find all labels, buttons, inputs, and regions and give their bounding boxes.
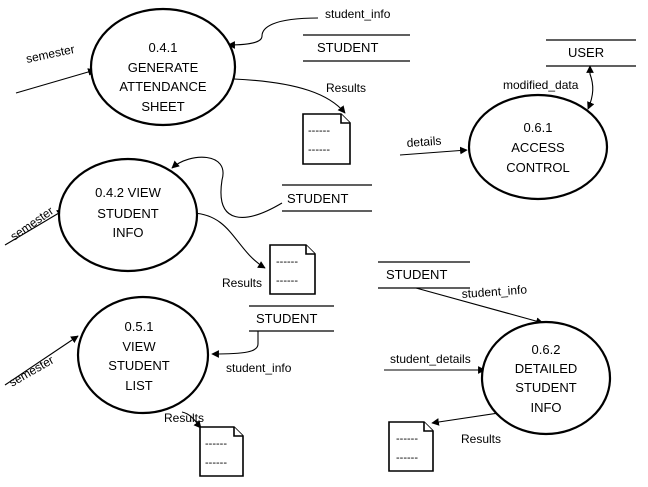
document-line: ------ xyxy=(396,452,418,464)
process-label-line: ATTENDANCE xyxy=(119,79,206,94)
process-label-line: 0.6.2 xyxy=(532,342,561,357)
store-label: STUDENT xyxy=(386,267,447,282)
document-icon: ------ ------ xyxy=(388,421,434,472)
process-0-6-2: 0.6.2 DETAILED STUDENT INFO xyxy=(480,320,612,436)
data-store-user: USER xyxy=(546,39,636,67)
process-bubble xyxy=(467,93,609,201)
document-line: ------ xyxy=(205,438,227,450)
flow-label-student-details: student_details xyxy=(390,352,471,366)
flow-student-info-to-041 xyxy=(227,17,319,49)
flow-label-semester: semester xyxy=(8,204,56,244)
process-0-4-2: 0.4.2 VIEW STUDENT INFO xyxy=(57,157,199,273)
flow-label-results: Results xyxy=(222,276,262,290)
document-icon: ------ ------ xyxy=(199,426,244,477)
document-fold xyxy=(305,245,315,255)
store-label: USER xyxy=(568,45,604,60)
process-bubble xyxy=(57,157,199,273)
process-bubble xyxy=(76,295,210,415)
flow-semester-to-041 xyxy=(15,68,96,94)
process-bubble xyxy=(480,320,612,436)
flow-modified-data xyxy=(586,65,595,110)
flows xyxy=(4,17,595,429)
document-fold xyxy=(233,427,243,437)
flow-results-from-041 xyxy=(233,78,346,114)
process-label-line: STUDENT xyxy=(108,358,169,373)
flow-semester-to-042 xyxy=(4,209,65,246)
process-label-line: INFO xyxy=(530,400,561,415)
process-label-line: STUDENT xyxy=(515,380,576,395)
flow-label-student-info: student_info xyxy=(325,7,391,21)
process-label-line: INFO xyxy=(112,225,143,240)
store-label: STUDENT xyxy=(256,311,317,326)
process-label-line: 0.4.1 xyxy=(149,40,178,55)
process-label-line: 0.5.1 xyxy=(125,319,154,334)
process-label-line: VIEW xyxy=(122,339,156,354)
flow-details-to-061 xyxy=(399,146,468,156)
process-label-line: CONTROL xyxy=(506,160,570,175)
document-icon: ------ ------ xyxy=(302,113,351,165)
document-fold xyxy=(423,422,433,432)
process-label-line: STUDENT xyxy=(97,206,158,221)
document-outline xyxy=(269,244,316,295)
flow-semester-to-051 xyxy=(4,335,79,386)
process-label-line: GENERATE xyxy=(128,60,199,75)
document-line: ------ xyxy=(276,275,298,287)
data-store-student: STUDENT xyxy=(282,184,372,212)
process-label-line: 0.6.1 xyxy=(524,120,553,135)
flow-student-info-to-042 xyxy=(171,156,283,218)
data-store-student: STUDENT xyxy=(378,261,470,289)
document-fold xyxy=(340,114,350,124)
document-outline xyxy=(388,421,434,472)
flow-label-student-info: student_info xyxy=(461,282,528,301)
process-bubble xyxy=(89,7,237,127)
process-label-line: SHEET xyxy=(141,99,184,114)
document-outline xyxy=(199,426,244,477)
flow-label-results: Results xyxy=(461,432,501,446)
data-store-student: STUDENT xyxy=(303,34,410,62)
process-0-5-1: 0.5.1 VIEW STUDENT LIST xyxy=(76,295,210,415)
document-line: ------ xyxy=(308,144,330,156)
document-line: ------ xyxy=(396,433,418,445)
flow-label-details: details xyxy=(406,134,442,150)
store-label: STUDENT xyxy=(317,40,378,55)
document-line: ------ xyxy=(308,125,330,137)
document-line: ------ xyxy=(205,457,227,469)
process-label-line: LIST xyxy=(125,378,153,393)
flow-label-results: Results xyxy=(164,411,204,425)
process-label-line: DETAILED xyxy=(515,361,578,376)
flow-label-semester: semester xyxy=(25,42,76,66)
flow-label-semester: semester xyxy=(7,353,57,390)
flow-student-info-to-051 xyxy=(211,331,259,358)
flow-results-from-042 xyxy=(192,212,266,269)
process-label-line: ACCESS xyxy=(511,140,565,155)
process-0-6-1: 0.6.1 ACCESS CONTROL xyxy=(467,93,609,201)
document-icon: ------ ------ xyxy=(269,244,316,295)
store-label: STUDENT xyxy=(287,191,348,206)
flow-label-results: Results xyxy=(326,81,366,95)
document-outline xyxy=(302,113,351,165)
process-0-4-1: 0.4.1 GENERATE ATTENDANCE SHEET xyxy=(89,7,237,127)
flow-label-modified-data: modified_data xyxy=(503,78,579,92)
data-store-student: STUDENT xyxy=(249,305,334,332)
flow-label-student-info: student_info xyxy=(226,361,292,375)
document-line: ------ xyxy=(276,256,298,268)
flow-student-info-to-062 xyxy=(415,287,544,325)
process-label-line: 0.4.2 VIEW xyxy=(95,185,161,200)
